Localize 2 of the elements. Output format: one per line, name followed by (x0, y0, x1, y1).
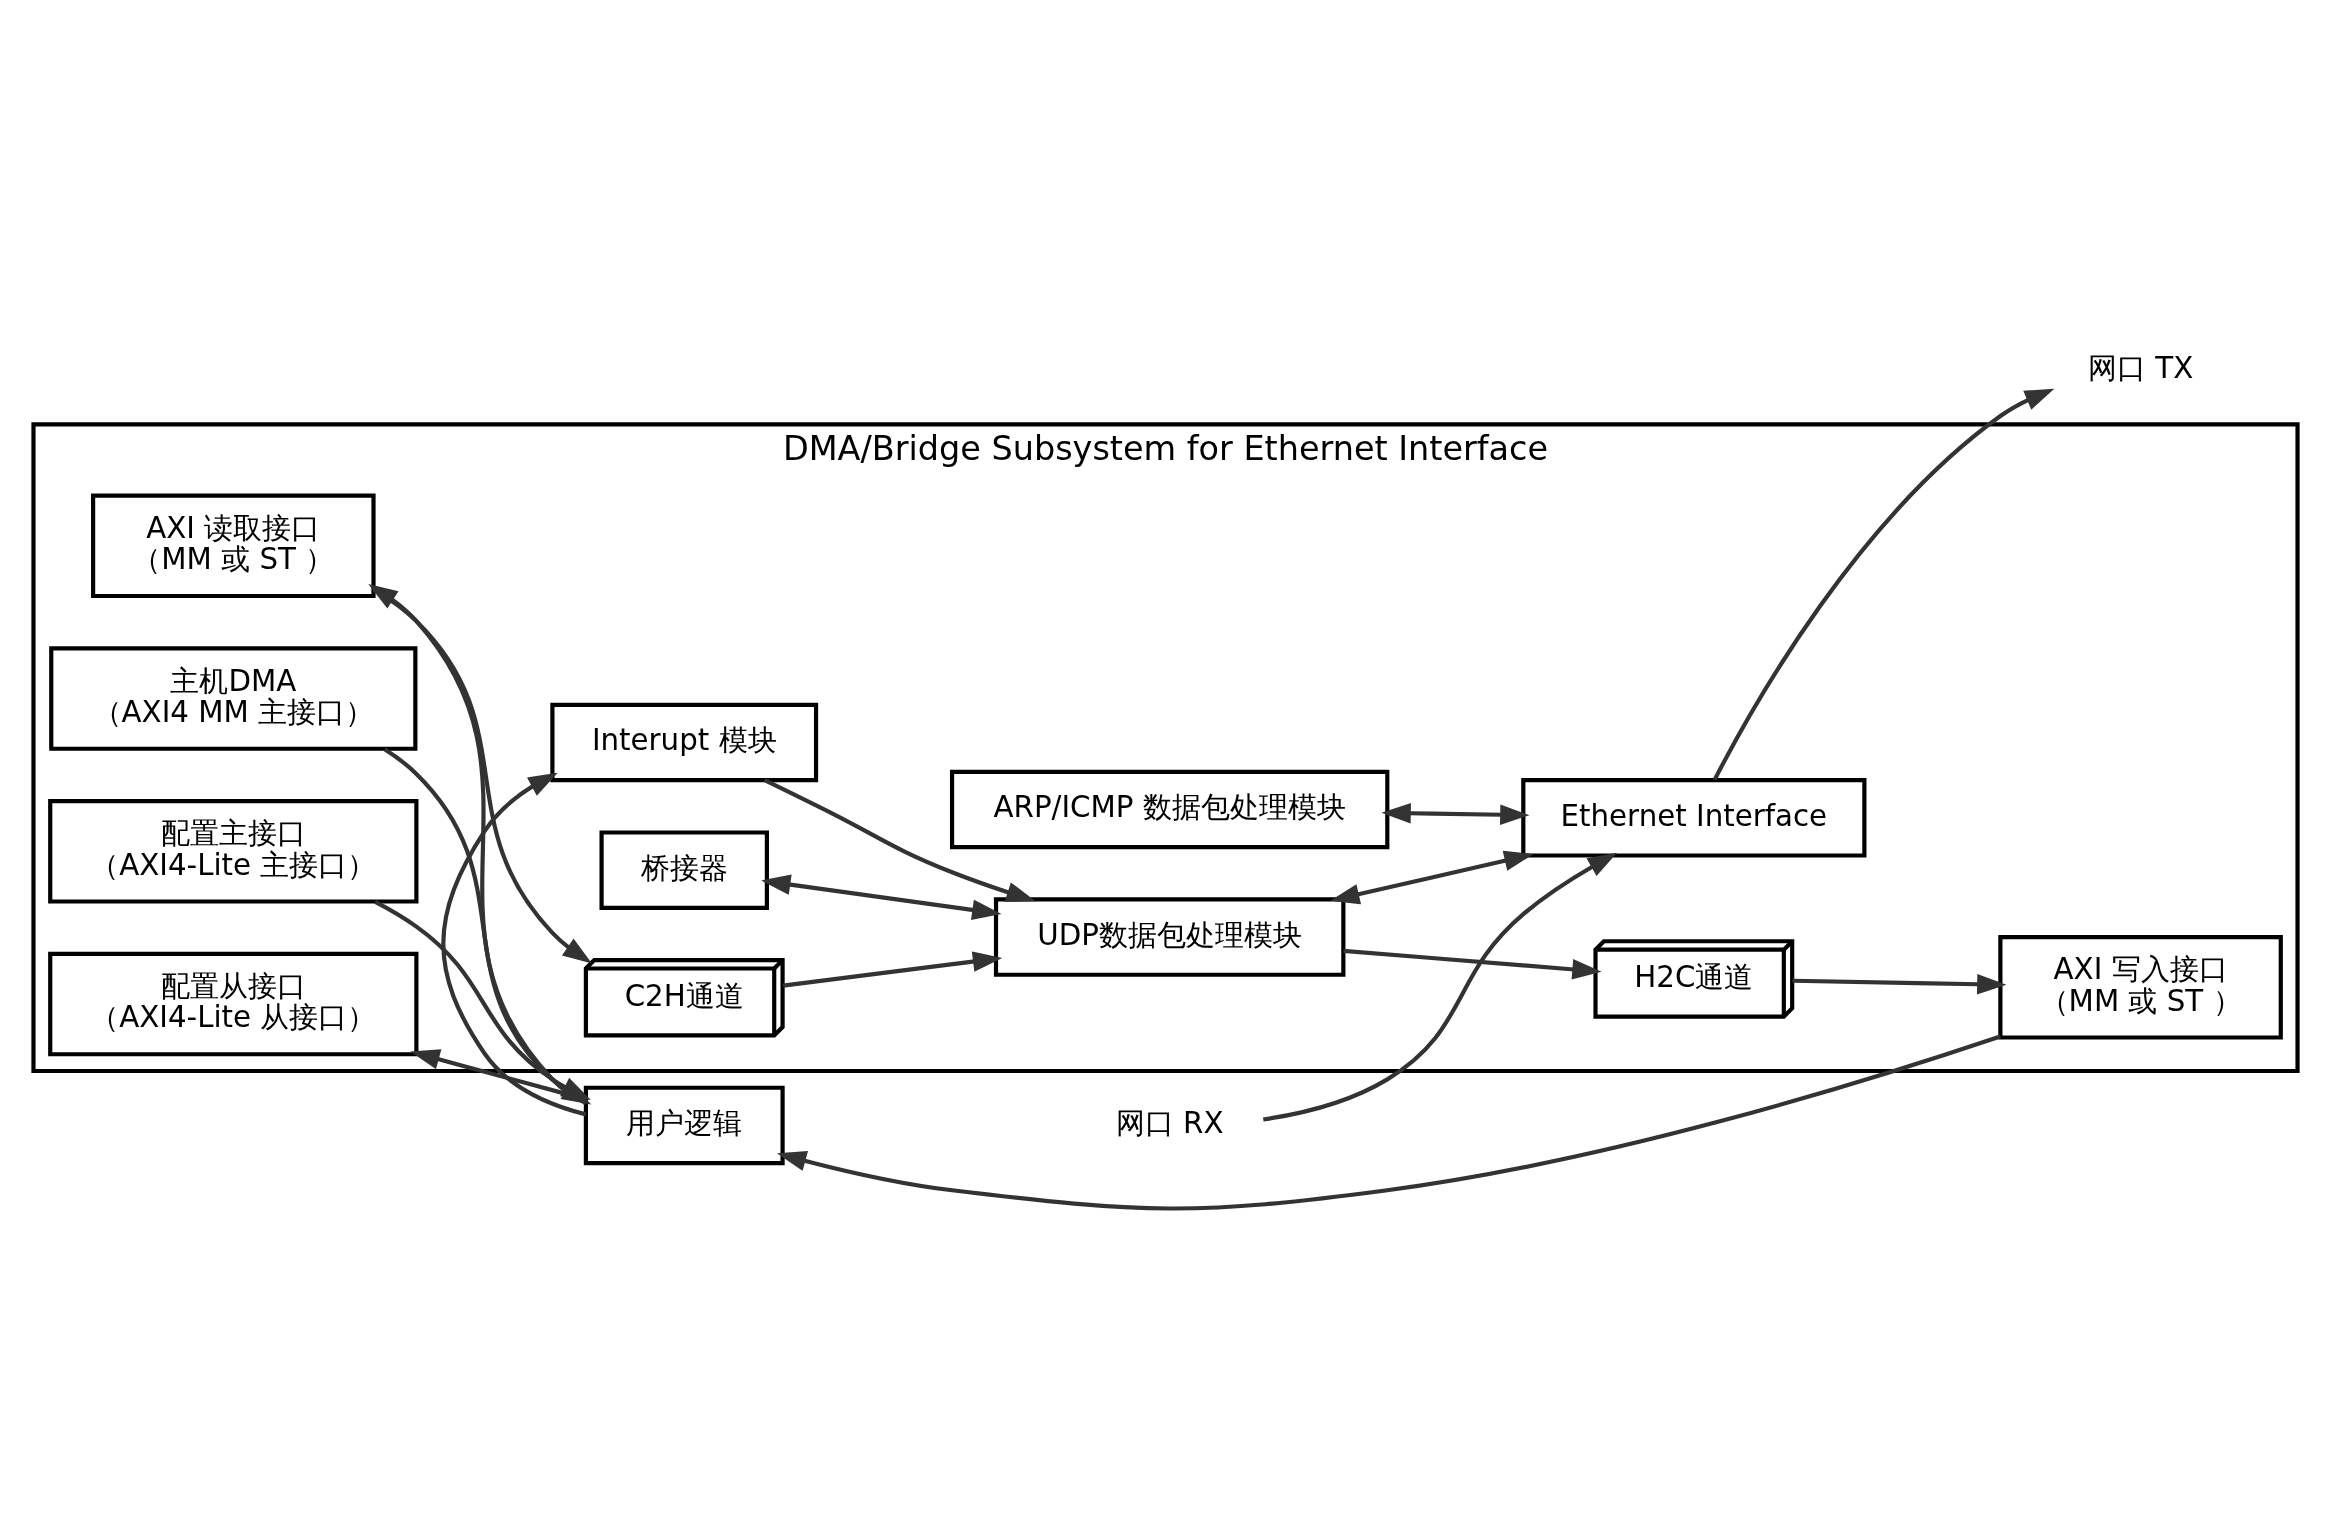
node-text: 网口 TX (2087, 350, 2194, 385)
node-text: 网口 RX (1115, 1105, 1224, 1140)
